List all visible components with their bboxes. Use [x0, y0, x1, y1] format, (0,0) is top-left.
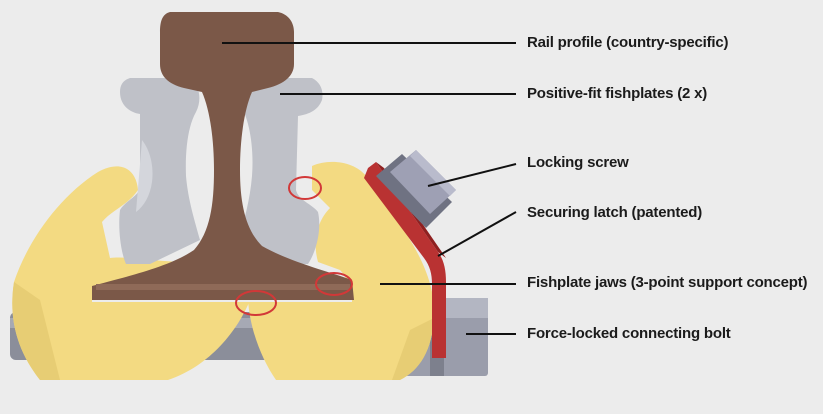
label-fishplate-jaws: Fishplate jaws (3-point support concept) — [527, 274, 808, 291]
fishplate-right — [238, 78, 323, 264]
rail-profile — [92, 12, 354, 300]
locking-screw — [376, 150, 456, 228]
leader-securing-latch — [437, 211, 517, 257]
jaw-left-shade — [12, 282, 60, 380]
leader-locking-screw — [427, 163, 517, 187]
support-marker-right — [315, 272, 353, 296]
label-connecting-bolt: Force-locked connecting bolt — [527, 325, 731, 342]
label-locking-screw: Locking screw — [527, 154, 629, 171]
rail-foot-highlight — [96, 284, 350, 290]
label-securing-latch: Securing latch (patented) — [527, 204, 703, 221]
screw-head-highlight — [410, 150, 456, 196]
label-rail-profile: Rail profile (country-specific) — [527, 34, 729, 51]
securing-latch — [364, 162, 446, 358]
support-marker-upper — [288, 176, 322, 200]
support-marker-bottom — [235, 290, 277, 316]
label-fishplates: Positive-fit fishplates (2 x) — [527, 85, 708, 102]
fishplate-jaw-left — [12, 166, 251, 380]
fishplate-left-highlight — [136, 140, 153, 212]
fishplate-jaw-right — [248, 161, 435, 380]
jaw-right-shade — [392, 318, 434, 380]
fishplate-left — [119, 78, 200, 264]
screw-head — [390, 150, 456, 214]
